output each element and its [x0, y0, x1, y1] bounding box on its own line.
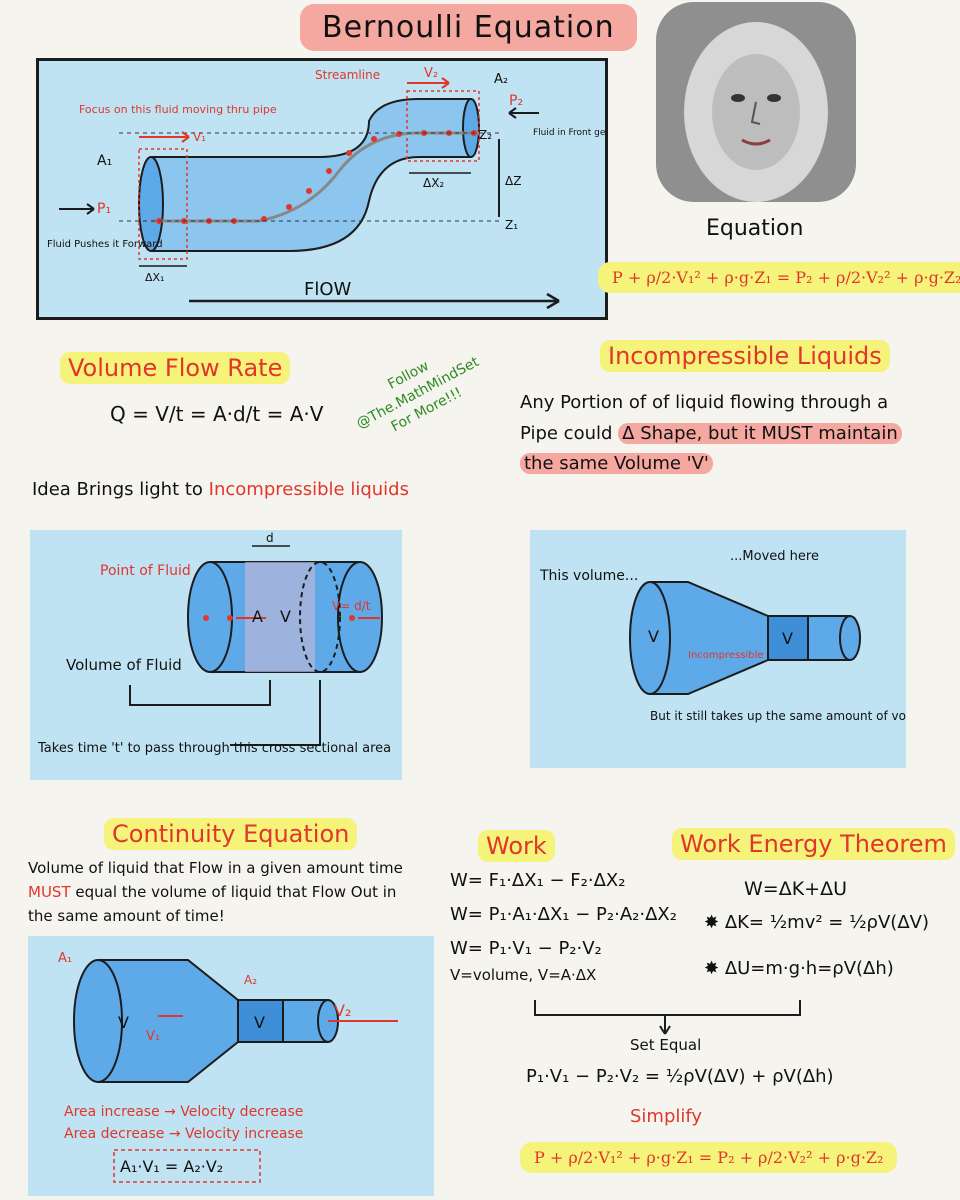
incompressible-panel: This volume... ...Moved here V V Incompr… [530, 530, 936, 768]
streamline-diagram-panel: Focus on this fluid moving thru pipe Str… [36, 58, 664, 320]
reducer-diagram: This volume... ...Moved here V V Incompr… [539, 549, 936, 723]
v-left-cont: V [118, 1013, 129, 1032]
continuity-must: MUST [28, 883, 71, 901]
incompressible-line2a: Pipe could [520, 422, 613, 444]
bernoulli-portrait [656, 2, 856, 202]
dx2-label: ΔX₂ [423, 176, 444, 190]
set-equal-label: Set Equal [630, 1036, 702, 1054]
incompressible-line3-hl: the same Volume 'V' [520, 453, 713, 475]
continuity-panel: A₁ A₂ V V V₁ V₂ Area increase → Velocity… [28, 936, 434, 1196]
v1-label: V₁ [193, 130, 206, 144]
volume-flow-panel: Point of Fluid d A V V= d/t Volume of Fl… [30, 530, 402, 780]
bernoulli-formula-bottom: P + ρ/2·V₁² + ρ·g·Z₁ = P₂ + ρ/2·V₂² + ρ·… [520, 1142, 898, 1173]
work-l2: W= P₁·A₁·ΔX₁ − P₂·A₂·ΔX₂ [450, 904, 677, 925]
area-increase: Area increase → Velocity decrease [64, 1104, 303, 1120]
continuity-formula: A₁·V₁ = A₂·V₂ [120, 1157, 223, 1176]
d-label: d [266, 531, 274, 545]
bernoulli-formula-top: P + ρ/2·V₁² + ρ·g·Z₁ = P₂ + ρ/2·V₂² + ρ·… [598, 262, 960, 293]
continuity-text: Volume of liquid that Flow in a given am… [28, 856, 428, 928]
volume-of-fluid-label: Volume of Fluid [66, 656, 182, 674]
continuity-heading: Continuity Equation [104, 818, 358, 850]
v-left-label: V [648, 627, 659, 646]
a2-label: A₂ [494, 72, 508, 87]
wet-heading: Work Energy Theorem [672, 828, 955, 860]
volume-flow-heading: Volume Flow Rate [60, 352, 291, 384]
focus-label: Focus on this fluid moving thru pipe [79, 103, 277, 116]
takes-time-label: Takes time 't' to pass through this cros… [37, 741, 391, 756]
fluid-pushes-label: Fluid Pushes it Forward [47, 239, 163, 250]
z2-label: Z₂ [479, 128, 492, 142]
incompressible-text: Any Portion of of liquid flowing through… [520, 388, 950, 480]
dx1-label: ΔX₁ [145, 271, 164, 284]
moved-here-label: ...Moved here [730, 549, 819, 564]
streamline-points [156, 130, 477, 224]
idea-prefix: Idea Brings light to [32, 479, 203, 500]
work-l1: W= F₁·ΔX₁ − F₂·ΔX₂ [450, 870, 626, 891]
continuity-diagram: A₁ A₂ V V V₁ V₂ Area increase → Velocity… [58, 951, 398, 1183]
a1-cont-label: A₁ [58, 951, 72, 966]
pipe-diagram: Focus on this fluid moving thru pipe Str… [47, 66, 664, 310]
idea-text: Idea Brings light to Incompressible liqu… [32, 478, 409, 501]
work-l4: V=volume, V=A·ΔX [450, 966, 597, 984]
streamline-label: Streamline [315, 68, 380, 82]
z1-label: Z₁ [505, 218, 518, 232]
v2-label: V₂ [424, 66, 438, 81]
work-heading: Work [478, 830, 555, 862]
fluid-front-label: Fluid in Front gets in the way [533, 128, 605, 138]
incompressible-heading: Incompressible Liquids [600, 340, 890, 372]
a-label: A [252, 607, 263, 626]
bullet-icon: ✸ [704, 912, 725, 933]
work-l3: W= P₁·V₁ − P₂·V₂ [450, 938, 602, 959]
cylinder-diagram: Point of Fluid d A V V= d/t Volume of Fl… [37, 531, 391, 756]
point-of-fluid-label: Point of Fluid [100, 563, 191, 579]
wet-l2-text: ΔK= ½mv² = ½ρV(ΔV) [724, 912, 929, 933]
volume-flow-formula: Q = V/t = A·d/t = A·V [110, 402, 324, 426]
idea-red: Incompressible liquids [208, 479, 409, 500]
continuity-line1: Volume of liquid that Flow in a given am… [28, 859, 403, 877]
simplify-label: Simplify [630, 1106, 703, 1127]
wet-l3: ✸ ΔU=m·g·h=ρV(Δh) [704, 958, 894, 979]
continuity-line2-rest: equal the volume of liquid that Flow Out… [75, 883, 397, 901]
a1-label: A₁ [97, 153, 112, 169]
wet-l3-text: ΔU=m·g·h=ρV(Δh) [724, 958, 894, 979]
flow-label: FlOW [304, 279, 352, 300]
follow-block: Follow @The.MathMindSet For More!!! [316, 320, 520, 466]
incompressible-line1: Any Portion of of liquid flowing through… [520, 392, 889, 413]
v2-cont: V₂ [334, 1001, 351, 1020]
equation-label: Equation [706, 216, 804, 241]
wet-l1: W=ΔK+ΔU [744, 878, 847, 900]
p1-label: P₁ [97, 201, 111, 217]
v1-cont: V₁ [146, 1029, 160, 1044]
bullet-icon: ✸ [704, 958, 725, 979]
but-still-label: But it still takes up the same amount of… [650, 709, 906, 723]
area-decrease: Area decrease → Velocity increase [64, 1126, 303, 1142]
v-right-label: V [782, 629, 793, 648]
incompressible-tag: Incompressible [688, 650, 764, 661]
set-equal-formula: P₁·V₁ − P₂·V₂ = ½ρV(ΔV) + ρV(Δh) [526, 1066, 834, 1087]
wet-l2: ✸ ΔK= ½mv² = ½ρV(ΔV) [704, 912, 929, 933]
set-equal-bracket [534, 1000, 801, 1035]
p2-label: P₂ [509, 93, 523, 109]
page-title: Bernoulli Equation [300, 4, 637, 51]
continuity-line3: the same amount of time! [28, 907, 225, 925]
incompressible-line2-hl: Δ Shape, but it MUST maintain [618, 422, 902, 444]
v-eq-label: V= d/t [332, 599, 371, 613]
a2-cont-label: A₂ [244, 973, 257, 987]
v-label: V [280, 607, 291, 626]
this-volume-label: This volume... [539, 568, 638, 584]
v-right-cont: V [254, 1013, 265, 1032]
dz-label: ΔZ [505, 174, 521, 188]
